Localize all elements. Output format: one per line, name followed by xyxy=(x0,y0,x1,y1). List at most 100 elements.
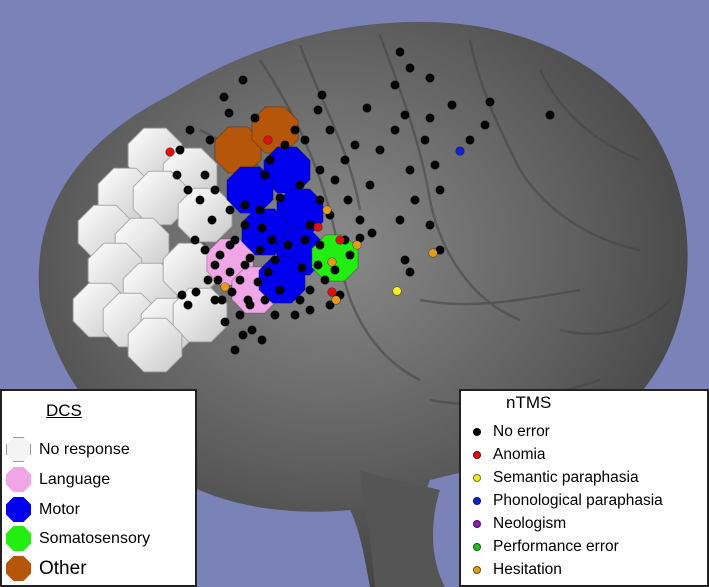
no-error-point xyxy=(235,310,245,320)
no-error-point xyxy=(400,110,410,120)
dcs-legend-label: Somatosensory xyxy=(39,529,151,547)
no-error-point xyxy=(405,63,415,73)
no-error-point xyxy=(191,287,201,297)
no-error-point xyxy=(297,263,307,273)
no-error-point xyxy=(183,300,193,310)
no-error-point xyxy=(317,90,327,100)
no-error-point xyxy=(350,140,360,150)
dcs-legend-item-no-response: No response xyxy=(6,437,130,462)
octagon-icon xyxy=(6,467,31,492)
no-error-point xyxy=(545,110,555,120)
no-error-point xyxy=(215,250,225,260)
no-response-marker xyxy=(177,187,233,243)
ntms-legend-label: Anomia xyxy=(493,446,546,463)
error-point xyxy=(335,235,345,245)
no-error-point xyxy=(265,155,275,165)
no-error-point xyxy=(250,113,260,123)
no-error-point xyxy=(267,235,277,245)
error-point xyxy=(327,257,337,267)
no-error-point xyxy=(240,200,250,210)
no-error-point xyxy=(255,205,265,215)
no-error-point xyxy=(340,155,350,165)
no-error-point xyxy=(313,260,323,270)
no-error-point xyxy=(305,305,315,315)
no-error-point xyxy=(263,267,273,277)
no-error-point xyxy=(420,135,430,145)
no-error-point xyxy=(253,277,263,287)
ntms-legend-title: nTMS xyxy=(506,393,552,412)
no-error-point xyxy=(425,73,435,83)
no-error-point xyxy=(213,275,223,285)
dcs-legend: DCS No response Language Motor Somatosen… xyxy=(0,389,197,587)
dot-icon xyxy=(473,428,481,436)
brainstem xyxy=(360,470,445,587)
no-error-point xyxy=(210,185,220,195)
ntms-legend-item: No error xyxy=(473,423,550,441)
no-error-point xyxy=(430,160,440,170)
no-error-point xyxy=(295,295,305,305)
no-error-point xyxy=(367,228,377,238)
no-error-point xyxy=(219,92,229,102)
dcs-markers xyxy=(72,106,359,373)
no-error-point xyxy=(270,310,280,320)
no-error-point xyxy=(238,330,248,340)
dcs-legend-item-other: Other xyxy=(6,556,87,581)
no-error-point xyxy=(345,250,355,260)
no-error-point xyxy=(435,185,445,195)
dcs-legend-label: No response xyxy=(39,440,130,458)
no-error-point xyxy=(405,165,415,175)
no-error-point xyxy=(365,180,375,190)
no-error-point xyxy=(177,290,187,300)
no-error-point xyxy=(343,195,353,205)
no-error-point xyxy=(205,135,215,145)
octagon-icon xyxy=(6,497,31,522)
no-error-point xyxy=(183,185,193,195)
error-point xyxy=(392,286,402,296)
no-error-point xyxy=(395,47,405,57)
no-error-point xyxy=(315,240,325,250)
dcs-legend-label: Other xyxy=(39,557,87,579)
no-error-point xyxy=(330,265,340,275)
dcs-legend-item-language: Language xyxy=(6,467,110,492)
no-error-point xyxy=(275,193,285,203)
ntms-legend-item: Neologism xyxy=(473,515,566,533)
no-error-point xyxy=(325,125,335,135)
dcs-legend-item-somatosensory: Somatosensory xyxy=(6,526,150,551)
no-error-point xyxy=(255,245,265,255)
no-response-marker xyxy=(132,170,188,226)
no-error-point xyxy=(305,285,315,295)
no-error-point xyxy=(425,220,435,230)
no-error-point xyxy=(172,170,182,180)
no-error-point xyxy=(227,287,237,297)
no-error-point xyxy=(390,80,400,90)
no-error-point xyxy=(203,275,213,285)
no-response-marker xyxy=(127,317,183,373)
no-error-point xyxy=(235,275,245,285)
dot-icon xyxy=(473,566,481,574)
no-error-point xyxy=(210,260,220,270)
error-point xyxy=(428,248,438,258)
no-error-point xyxy=(325,300,335,310)
no-error-point xyxy=(207,215,217,225)
no-error-point xyxy=(225,240,235,250)
error-point xyxy=(331,295,341,305)
no-error-point xyxy=(300,135,310,145)
no-error-point xyxy=(238,75,248,85)
no-error-point xyxy=(280,140,290,150)
dot-icon xyxy=(473,497,481,505)
no-error-point xyxy=(300,235,310,245)
no-error-point xyxy=(390,125,400,135)
ntms-legend-label: No error xyxy=(493,423,550,440)
dcs-legend-item-motor: Motor xyxy=(6,497,80,522)
ntms-legend-item: Performance error xyxy=(473,538,619,556)
no-error-point xyxy=(200,170,210,180)
no-error-point xyxy=(315,165,325,175)
no-error-point xyxy=(230,345,240,355)
no-error-point xyxy=(405,267,415,277)
octagon-icon xyxy=(6,556,31,581)
no-error-point xyxy=(283,240,293,250)
no-error-point xyxy=(362,103,372,113)
no-error-point xyxy=(260,170,270,180)
